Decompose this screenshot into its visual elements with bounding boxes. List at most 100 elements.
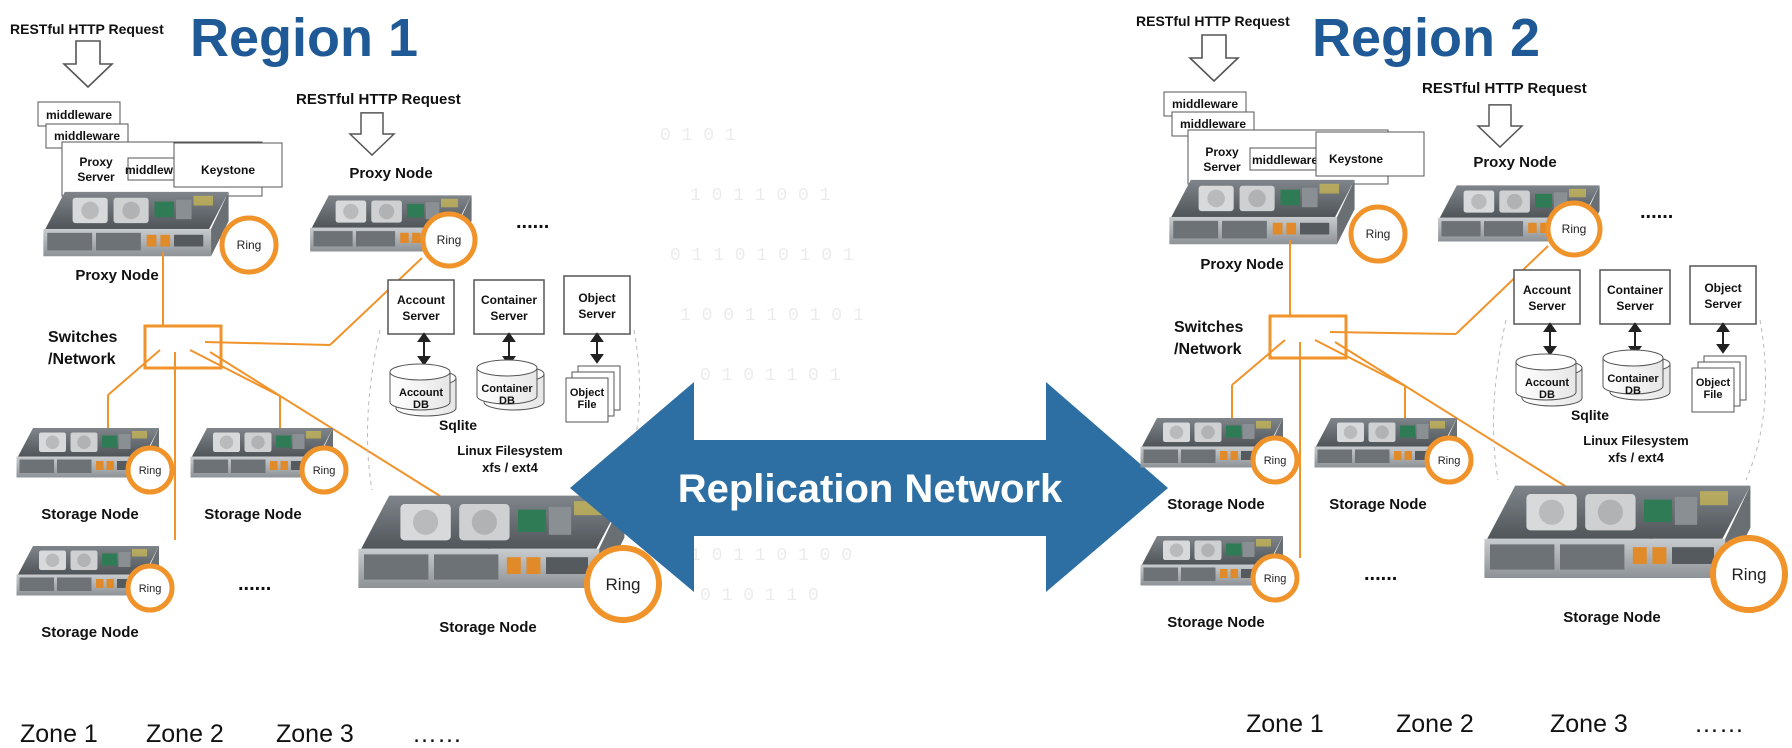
replication-network: Replication Network	[570, 382, 1168, 592]
account-server-label: Server	[402, 309, 440, 323]
middleware-stack: middleware middleware Proxy Server middl…	[37, 101, 283, 197]
svg-text:1 0 0 1 1 0 1 0 1: 1 0 0 1 1 0 1 0 1	[680, 306, 864, 326]
proxy-server-label: Proxy	[79, 155, 113, 169]
object-server-label: Object	[578, 291, 615, 305]
account-db-label: DB	[1539, 389, 1555, 401]
ring-label: Ring	[313, 465, 336, 477]
container-server-label: Container	[481, 293, 537, 307]
proxy-node-label: Proxy Node	[1473, 154, 1556, 171]
middleware-label: middleware	[1180, 117, 1246, 131]
zone-label: Zone 2	[146, 720, 224, 748]
ring-icon	[299, 445, 349, 495]
switches-label: Switches	[48, 329, 117, 346]
ring-icon	[125, 445, 175, 495]
ring-label: Ring	[1438, 455, 1461, 467]
region-2-request-label: RESTful HTTP Request	[1136, 13, 1290, 29]
proxy-node-label: Proxy Node	[1200, 256, 1283, 273]
server-icon	[1484, 485, 1751, 578]
background-watermark: 0 1 0 1 1 0 1 1 0 0 1 0 1 1 0 1 0 1 0 1 …	[660, 126, 864, 606]
middleware-label: middleware	[1252, 153, 1318, 167]
zone-label: Zone 1	[20, 720, 98, 748]
proxy-server-label: Server	[77, 170, 115, 184]
swift-services: Account Server Container Server Object S…	[1493, 265, 1767, 481]
ring-label: Ring	[1264, 573, 1287, 585]
database-icon	[476, 359, 545, 411]
ring-icon	[125, 563, 175, 613]
zone-label: Zone 3	[1550, 710, 1628, 738]
storage-node-label: Storage Node	[204, 506, 302, 523]
proxy-server-label: Proxy	[1205, 145, 1239, 159]
filesystem-label: Linux Filesystem	[1583, 433, 1688, 448]
filesystem-label: xfs / ext4	[482, 460, 538, 475]
zone-label: Zone 3	[276, 720, 354, 748]
storage-node-label: Storage Node	[1329, 496, 1427, 513]
container-db-label: DB	[499, 395, 515, 407]
swift-services: Account Server Container Server Object S…	[367, 275, 641, 491]
region-1-title: Region 1	[190, 8, 418, 68]
svg-text:1 0 1 1 0 0 1: 1 0 1 1 0 0 1	[690, 186, 830, 206]
ring-icon	[1424, 435, 1474, 485]
double-arrow-icon	[570, 382, 1168, 592]
zone-label: ……	[412, 720, 462, 748]
proxy-node-label: Proxy Node	[75, 267, 158, 284]
container-server-label: Container	[1607, 283, 1663, 297]
container-db-label: DB	[1625, 385, 1641, 397]
region-1-request-label: RESTful HTTP Request	[10, 21, 164, 37]
ring-label: Ring	[1366, 227, 1391, 241]
account-server-label: Account	[397, 293, 445, 307]
proxy-server-label: Server	[1203, 160, 1241, 174]
region-2-request-label: RESTful HTTP Request	[1422, 80, 1587, 97]
account-server-label: Account	[1523, 283, 1571, 297]
object-file-label: Object	[570, 387, 605, 399]
middleware-label: middleware	[1172, 97, 1238, 111]
zone-label: ……	[1694, 710, 1744, 738]
database-icon	[1602, 349, 1671, 401]
ellipsis: ......	[1364, 563, 1397, 585]
region-2: Region 2 RESTful HTTP Request middleware…	[1136, 8, 1788, 738]
storage-node-label: Storage Node	[1167, 496, 1265, 513]
ring-label: Ring	[237, 238, 262, 252]
sqlite-label: Sqlite	[439, 417, 477, 433]
region-2-title: Region 2	[1312, 8, 1540, 68]
database-icon	[389, 363, 457, 417]
ring-icon	[1710, 535, 1788, 613]
container-db-label: Container	[1607, 373, 1659, 385]
replication-network-label: Replication Network	[678, 467, 1063, 511]
object-server-label: Server	[1704, 297, 1742, 311]
server-icon	[43, 191, 229, 257]
ring-icon	[1348, 204, 1408, 264]
region-1-request-label: RESTful HTTP Request	[296, 91, 461, 108]
object-file-label: Object	[1696, 377, 1731, 389]
svg-text:0 1 0 1 1 0: 0 1 0 1 1 0	[700, 586, 819, 606]
database-icon	[1515, 353, 1583, 407]
switches-label: /Network	[48, 351, 116, 368]
container-server-label: Server	[490, 309, 528, 323]
filesystem-label: xfs / ext4	[1608, 450, 1664, 465]
account-db-label: Account	[399, 387, 443, 399]
ellipsis: ......	[1640, 201, 1673, 223]
server-icon	[358, 495, 625, 588]
file-icon	[565, 365, 621, 423]
ring-icon	[219, 215, 279, 275]
switches-label: /Network	[1174, 341, 1242, 358]
storage-node-label: Storage Node	[1563, 609, 1661, 626]
ring-icon	[420, 211, 478, 269]
container-db-label: Container	[481, 383, 533, 395]
ring-icon	[1250, 553, 1300, 603]
account-db-label: Account	[1525, 377, 1569, 389]
ring-icon	[1545, 200, 1603, 258]
ring-label: Ring	[1562, 222, 1587, 236]
svg-text:0 1 0 1: 0 1 0 1	[660, 126, 736, 146]
filesystem-label: Linux Filesystem	[457, 443, 562, 458]
keystone-label: Keystone	[201, 163, 255, 177]
sqlite-label: Sqlite	[1571, 407, 1609, 423]
storage-node-label: Storage Node	[439, 619, 537, 636]
ring-label: Ring	[437, 233, 462, 247]
ring-label: Ring	[139, 583, 162, 595]
object-server-label: Object	[1704, 281, 1741, 295]
ring-label: Ring	[139, 465, 162, 477]
middleware-stack: middleware middleware Proxy Server middl…	[1163, 91, 1425, 185]
account-server-label: Server	[1528, 299, 1566, 313]
svg-text:0 1 0 1 1 0 1: 0 1 0 1 1 0 1	[700, 366, 840, 386]
down-arrow-icon	[349, 112, 395, 156]
